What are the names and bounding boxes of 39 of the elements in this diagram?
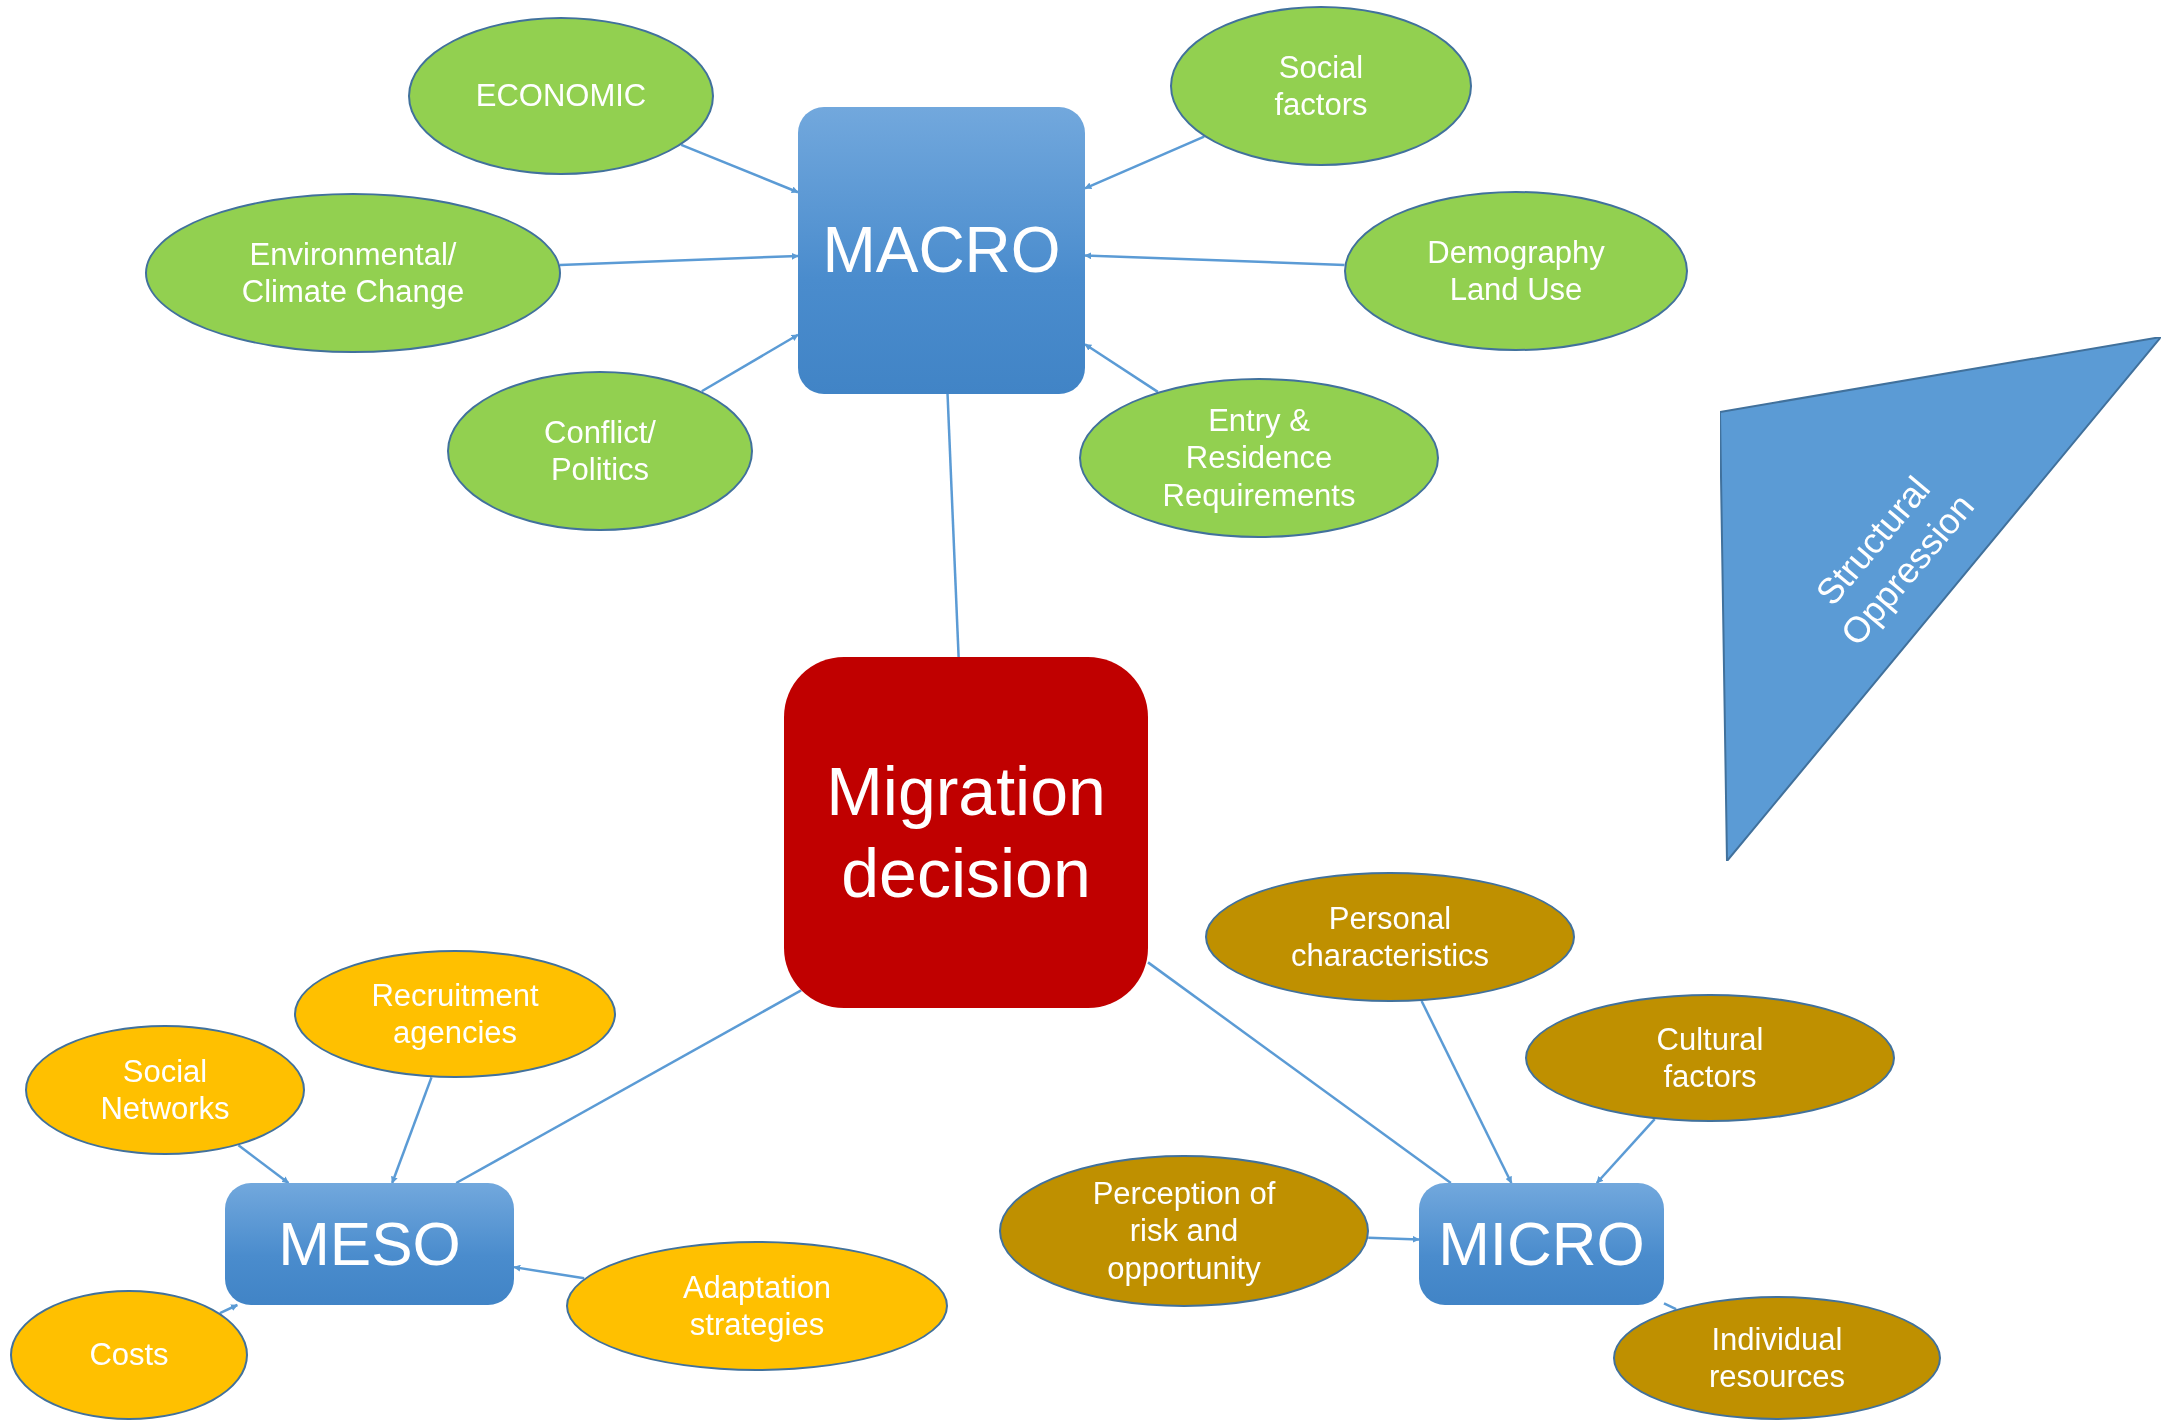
node-label: Perception of risk and opportunity xyxy=(1091,1175,1277,1287)
arrow xyxy=(559,252,799,267)
node-label: Environmental/ Climate Change xyxy=(240,235,466,311)
node-label: MACRO xyxy=(821,213,1062,289)
connector-line xyxy=(946,393,960,658)
arrow xyxy=(1084,252,1345,267)
connector-line xyxy=(455,989,802,1185)
decision-box xyxy=(784,657,1148,1008)
triangle-shape xyxy=(1720,337,2161,861)
connector-line xyxy=(1663,1302,1677,1311)
node-label: ECONOMIC xyxy=(474,77,648,115)
node-label: Conflict/ Politics xyxy=(543,413,657,489)
arrow xyxy=(237,1144,290,1184)
level-box xyxy=(225,1183,514,1305)
node-label: Cultural factors xyxy=(1655,1020,1765,1096)
node-label: MICRO xyxy=(1437,1207,1646,1280)
node-label: Personal characteristics xyxy=(1289,899,1491,975)
node-label: Entry & Residence Requirements xyxy=(1161,402,1357,514)
arrow xyxy=(701,333,799,393)
arrow xyxy=(219,1303,238,1315)
node-label: Recruitment agencies xyxy=(370,976,540,1052)
arrow xyxy=(513,1264,585,1280)
node-label: Individual resources xyxy=(1707,1320,1847,1396)
node-label: Adaptation strategies xyxy=(681,1268,833,1344)
arrow xyxy=(1420,1000,1513,1184)
node-label: Costs xyxy=(88,1336,170,1374)
arrow xyxy=(680,143,799,194)
node-label: Social factors xyxy=(1273,48,1369,124)
connector-line xyxy=(1147,961,1452,1184)
level-box xyxy=(798,107,1085,394)
node-label: Demography Land Use xyxy=(1426,233,1606,309)
level-box xyxy=(1419,1183,1664,1305)
arrow xyxy=(1084,135,1205,190)
arrow xyxy=(1084,343,1159,393)
node-label: MESO xyxy=(277,1207,462,1280)
arrow xyxy=(391,1076,433,1184)
node-label: Migration decision xyxy=(825,751,1107,913)
node-label: Social Networks xyxy=(99,1052,231,1128)
arrow xyxy=(1368,1235,1420,1243)
